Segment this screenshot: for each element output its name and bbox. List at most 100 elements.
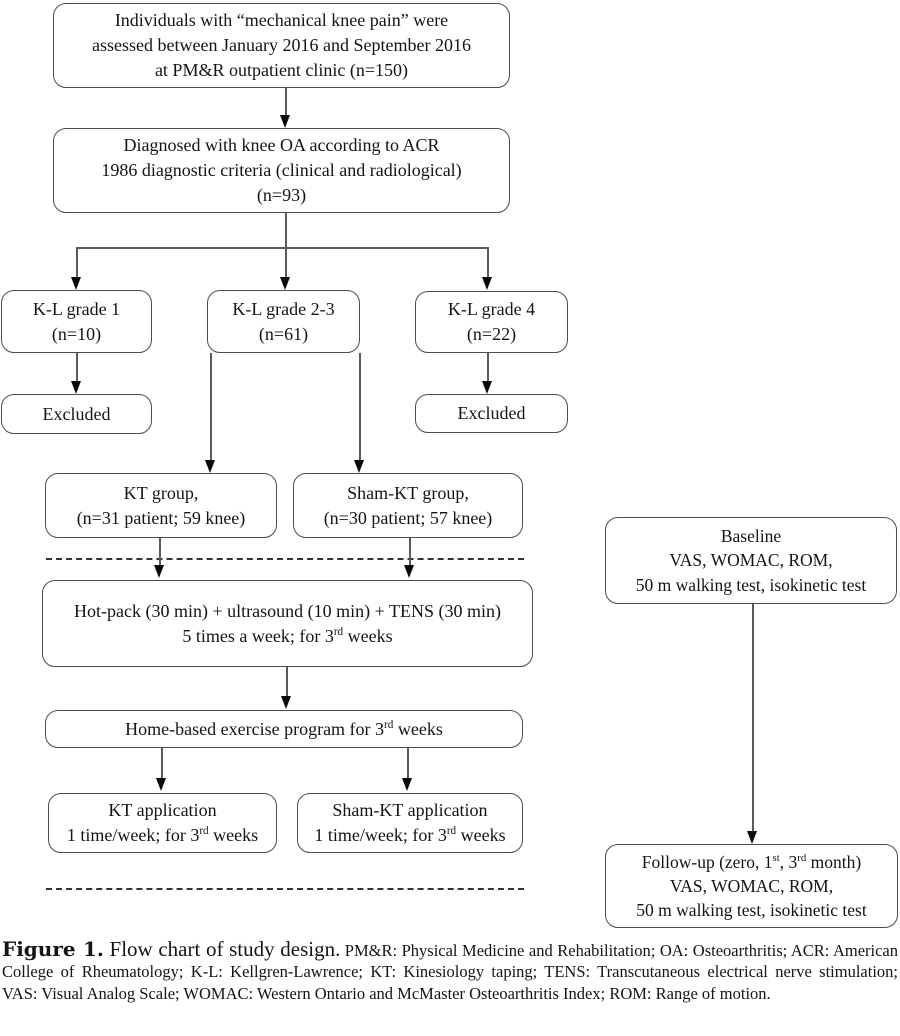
box-followup: Follow-up (zero, 1st, 3rd month) VAS, WO… bbox=[605, 844, 898, 928]
arrowhead-to-home bbox=[281, 696, 291, 709]
connector-kl1-excluded bbox=[76, 353, 78, 382]
box-shamapp-line1: Sham-KT application bbox=[332, 800, 488, 821]
arrowhead-to-shamgroup bbox=[354, 460, 364, 473]
arrowhead-to-kl23 bbox=[280, 277, 290, 290]
arrowhead-to-excluded-right bbox=[482, 381, 492, 394]
connector-assessed-diagnosed bbox=[285, 88, 287, 116]
box-diagnosed-line1: Diagnosed with knee OA according to ACR bbox=[123, 135, 440, 156]
box-kl-grade-1: K-L grade 1 (n=10) bbox=[1, 290, 152, 353]
box-followup-line2: VAS, WOMAC, ROM, bbox=[669, 875, 834, 896]
arrowhead-to-ktapp bbox=[156, 778, 166, 791]
followup-line1-post: month) bbox=[806, 851, 862, 872]
dashed-divider-bottom bbox=[46, 888, 524, 890]
connector-ktgroup-hotpack bbox=[159, 538, 161, 567]
arrowhead-hotpack-left bbox=[154, 565, 164, 578]
connector-split-bar bbox=[76, 247, 489, 249]
box-kt-group: KT group, (n=31 patient; 59 knee) bbox=[45, 473, 277, 538]
arrowhead-to-ktgroup bbox=[205, 460, 215, 473]
hotpack-line2-pre: 5 times a week; for 3 bbox=[182, 625, 334, 646]
connector-home-shamapp bbox=[407, 748, 409, 779]
box-ktapp-line1: KT application bbox=[108, 800, 217, 821]
box-hotpack-protocol: Hot-pack (30 min) + ultrasound (10 min) … bbox=[42, 580, 533, 667]
hotpack-line2-sup: rd bbox=[333, 625, 344, 638]
caption-head: Figure 1. Flow chart of study design. bbox=[2, 937, 340, 961]
caption-title: Flow chart of study design. bbox=[109, 937, 341, 961]
box-sham-kt-group: Sham-KT group, (n=30 patient; 57 knee) bbox=[293, 473, 523, 538]
box-excluded-right: Excluded bbox=[415, 394, 568, 433]
arrowhead-hotpack-right bbox=[404, 565, 414, 578]
box-kl4-line2: (n=22) bbox=[466, 324, 517, 344]
box-baseline-line1: Baseline bbox=[720, 526, 782, 547]
connector-home-ktapp bbox=[161, 748, 163, 779]
box-kl23-line1: K-L grade 2-3 bbox=[232, 298, 335, 319]
box-assessed-line1: Individuals with “mechanical knee pain” … bbox=[114, 10, 449, 31]
connector-kl23-shamgroup bbox=[359, 353, 361, 461]
box-sham-group-line1: Sham-KT group, bbox=[347, 482, 469, 503]
caption-abbreviations: PM&R: Physical Medicine and Rehabilitati… bbox=[2, 941, 899, 1003]
box-kt-group-line1: KT group, bbox=[123, 482, 199, 503]
arrowhead-to-excluded-left bbox=[71, 381, 81, 394]
ktapp-line2-pre: 1 time/week; for 3 bbox=[66, 825, 200, 845]
hotpack-line2-post: weeks bbox=[343, 625, 393, 646]
figure-caption: Figure 1. Flow chart of study design. PM… bbox=[2, 938, 898, 1004]
box-baseline-line3: 50 m walking test, isokinetic test bbox=[635, 574, 867, 595]
connector-to-kl1 bbox=[76, 247, 78, 278]
home-line-post: weeks bbox=[393, 718, 443, 739]
box-diagnosed: Diagnosed with knee OA according to ACR … bbox=[53, 128, 510, 213]
connector-shamgroup-hotpack bbox=[409, 538, 411, 567]
connector-baseline-followup bbox=[752, 604, 754, 832]
followup-line1-mid: , 3 bbox=[779, 851, 798, 872]
shamapp-line2-sup: rd bbox=[446, 825, 457, 837]
box-home-line: Home-based exercise program for 3rd week… bbox=[125, 717, 443, 742]
shamapp-line2-pre: 1 time/week; for 3 bbox=[314, 825, 447, 845]
box-kl-grade-4: K-L grade 4 (n=22) bbox=[415, 291, 568, 353]
home-line-sup: rd bbox=[384, 718, 394, 731]
ktapp-line2-sup: rd bbox=[199, 825, 209, 837]
box-kt-application: KT application 1 time/week; for 3rd week… bbox=[48, 793, 277, 853]
box-kl1-line2: (n=10) bbox=[51, 323, 102, 344]
box-sham-group-line2: (n=30 patient; 57 knee) bbox=[323, 507, 493, 528]
box-excluded-left-label: Excluded bbox=[42, 403, 111, 424]
box-shamapp-line2: 1 time/week; for 3rd weeks bbox=[314, 823, 505, 848]
connector-to-kl4 bbox=[487, 247, 489, 278]
box-kl23-line2: (n=61) bbox=[258, 323, 309, 344]
box-excluded-right-label: Excluded bbox=[457, 403, 526, 424]
box-baseline-line2: VAS, WOMAC, ROM, bbox=[669, 550, 833, 571]
box-kl4-line1: K-L grade 4 bbox=[447, 299, 536, 320]
box-diagnosed-line2: 1986 diagnostic criteria (clinical and r… bbox=[101, 160, 462, 181]
arrowhead-to-diagnosed bbox=[280, 115, 290, 128]
connector-hotpack-home bbox=[286, 667, 288, 698]
followup-line1-sup2: rd bbox=[797, 851, 807, 864]
caption-label: Figure 1. bbox=[2, 937, 104, 961]
box-sham-kt-application: Sham-KT application 1 time/week; for 3rd… bbox=[297, 793, 523, 853]
followup-line1-pre: Follow-up (zero, 1 bbox=[641, 851, 773, 872]
arrowhead-to-kl1 bbox=[71, 277, 81, 290]
box-diagnosed-line3: (n=93) bbox=[256, 184, 307, 205]
box-excluded-left: Excluded bbox=[1, 394, 152, 434]
box-home-exercise: Home-based exercise program for 3rd week… bbox=[45, 710, 523, 748]
box-assessed-line2: assessed between January 2016 and Septem… bbox=[92, 35, 471, 56]
box-assessed-line3: at PM&R outpatient clinic (n=150) bbox=[154, 59, 409, 80]
box-hotpack-line2: 5 times a week; for 3rd weeks bbox=[182, 624, 392, 649]
connector-diagnosed-stem bbox=[285, 213, 287, 248]
dashed-divider-top bbox=[46, 558, 524, 560]
shamapp-line2-post: weeks bbox=[456, 825, 506, 845]
home-line-pre: Home-based exercise program for 3 bbox=[125, 718, 385, 739]
arrowhead-to-followup bbox=[747, 831, 757, 844]
box-assessed: Individuals with “mechanical knee pain” … bbox=[53, 3, 510, 88]
connector-kl23-ktgroup bbox=[210, 353, 212, 461]
box-ktapp-line2: 1 time/week; for 3rd weeks bbox=[67, 823, 258, 848]
connector-to-kl23 bbox=[285, 247, 287, 278]
box-kl-grade-2-3: K-L grade 2-3 (n=61) bbox=[207, 290, 360, 353]
box-hotpack-line1: Hot-pack (30 min) + ultrasound (10 min) … bbox=[74, 600, 501, 621]
box-followup-line1: Follow-up (zero, 1st, 3rd month) bbox=[642, 850, 861, 874]
followup-line1-sup1: st bbox=[772, 851, 780, 864]
box-kt-group-line2: (n=31 patient; 59 knee) bbox=[76, 507, 246, 528]
box-baseline: Baseline VAS, WOMAC, ROM, 50 m walking t… bbox=[605, 517, 897, 604]
connector-kl4-excluded bbox=[487, 353, 489, 382]
arrowhead-to-kl4 bbox=[482, 277, 492, 290]
arrowhead-to-shamapp bbox=[402, 778, 412, 791]
ktapp-line2-post: weeks bbox=[208, 825, 259, 845]
box-kl1-line1: K-L grade 1 bbox=[32, 298, 121, 319]
